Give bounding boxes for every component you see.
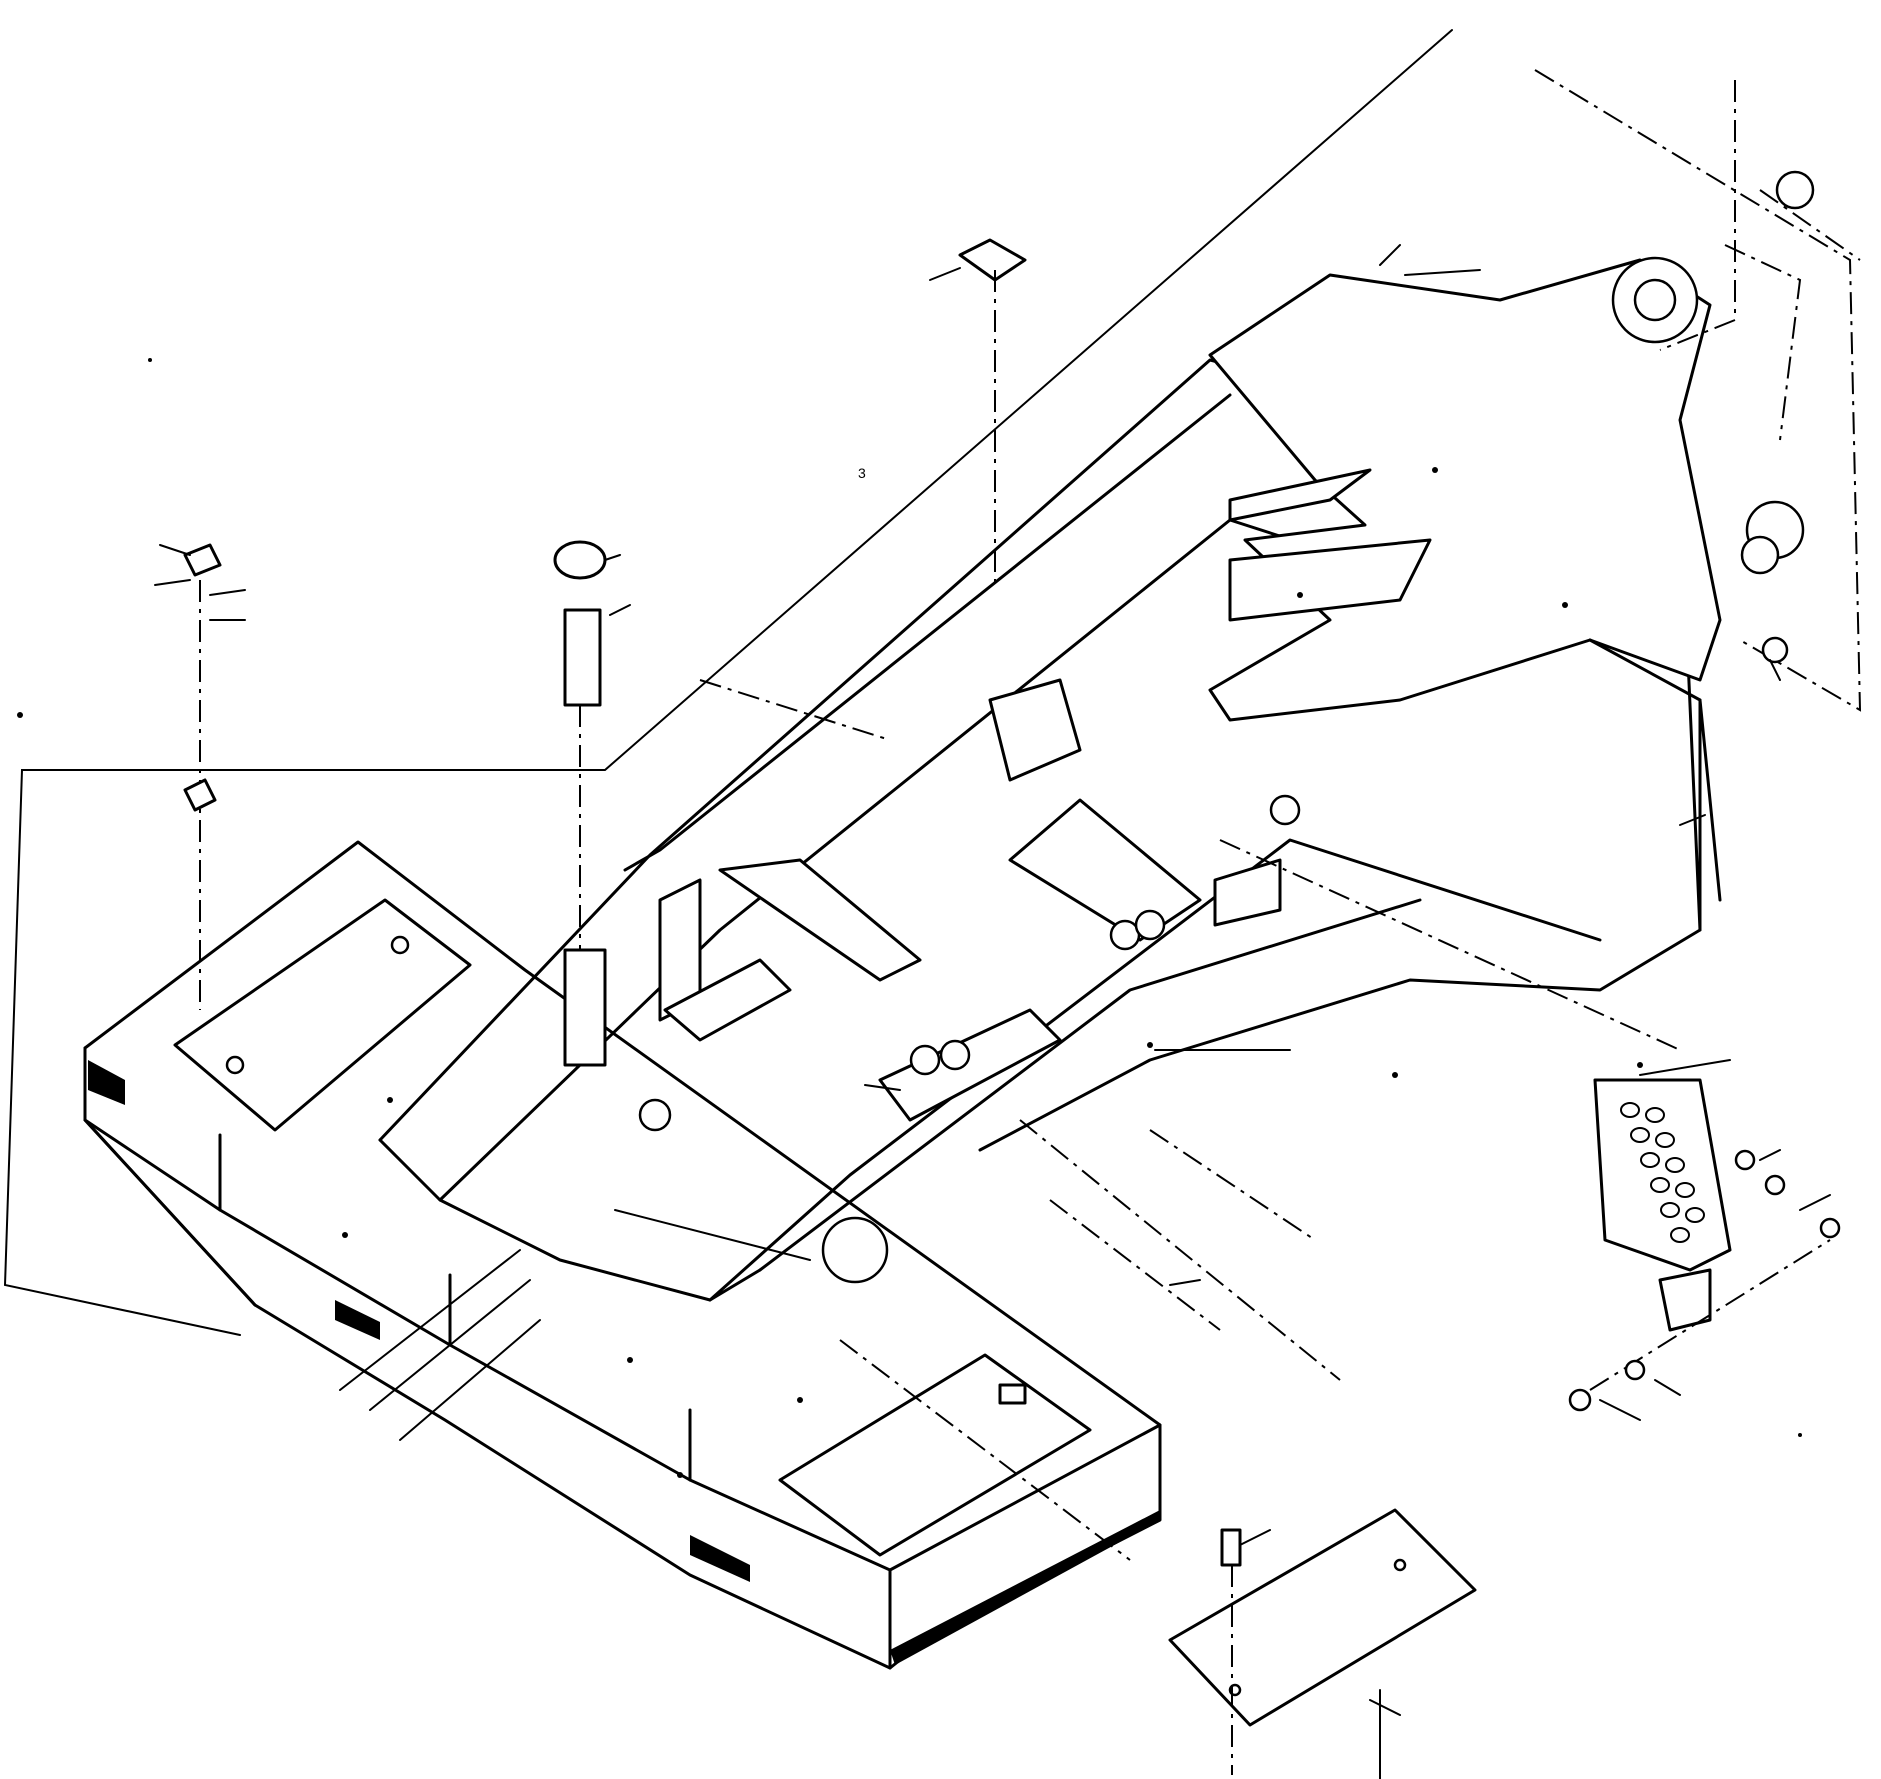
- fastener-dots: [17, 358, 1802, 1478]
- callout-number: 3: [858, 465, 866, 481]
- cover-plate-part: [183, 543, 222, 577]
- cover-bolt-part: [1220, 1528, 1242, 1567]
- top-pad-part: [958, 238, 1027, 282]
- exploded-parts: [183, 238, 1841, 1775]
- filter-housing-part: [563, 948, 607, 1067]
- filter-cap-part: [553, 540, 607, 580]
- boom-mount-outline: [1534, 69, 1862, 712]
- frame-group-outline: [3, 29, 1453, 1336]
- bottom-cover-plate: [1168, 1508, 1477, 1727]
- boom-foot-section: [1208, 256, 1805, 932]
- filter-element-part: [563, 608, 602, 707]
- upper-frame-body: [83, 840, 1162, 1670]
- leader-lines: [154, 244, 1831, 1779]
- step-plate-part: [1593, 1078, 1732, 1272]
